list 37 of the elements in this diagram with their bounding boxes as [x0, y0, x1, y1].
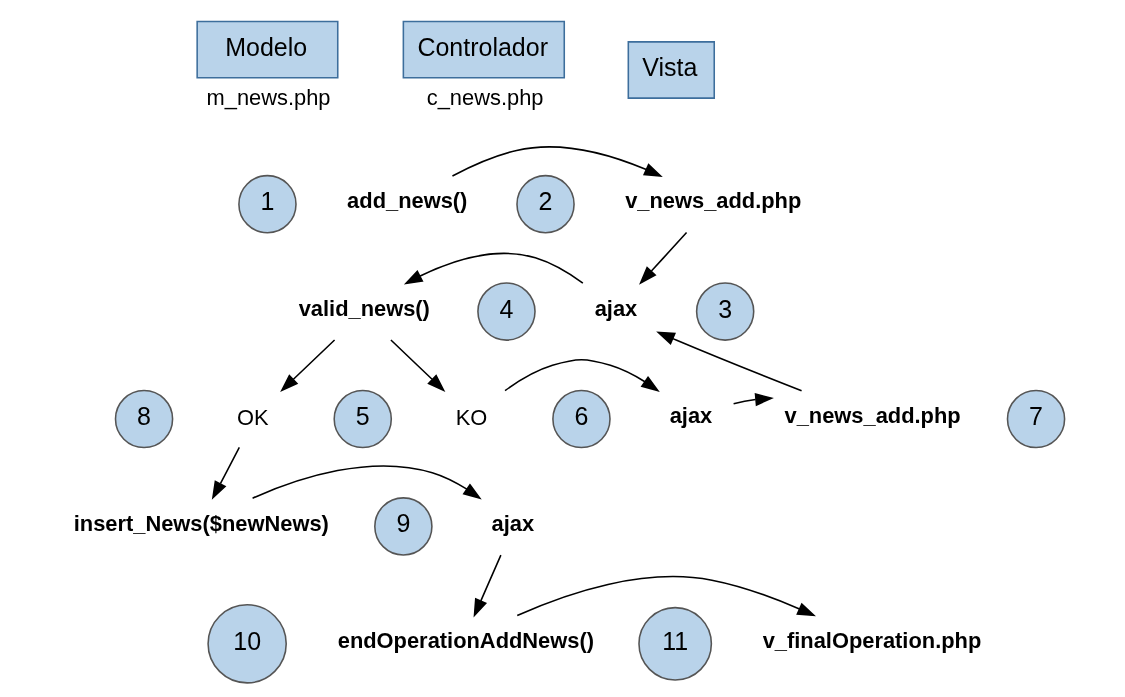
arrow	[473, 554, 502, 618]
arrow	[211, 446, 240, 500]
node-circle: 3	[695, 282, 754, 341]
arrow	[279, 339, 335, 392]
node-circle: 5	[332, 389, 392, 449]
node-circle: 7	[1006, 389, 1065, 449]
node-text: KO	[455, 404, 487, 430]
node-text: ajax	[491, 510, 534, 536]
node-text: v_news_add.php	[624, 188, 801, 214]
node-text: add_news()	[346, 188, 467, 214]
node-circle: 9	[373, 497, 433, 556]
arrow	[403, 252, 584, 285]
node-text: OK	[236, 404, 269, 430]
node-circle: 2	[515, 174, 575, 234]
node-label: c_news.php	[426, 84, 543, 110]
arrow	[655, 331, 802, 392]
arrow	[389, 339, 445, 392]
node-text: ajax	[594, 295, 637, 321]
arrow	[251, 465, 482, 500]
node-text: v_news_add.php	[784, 403, 961, 429]
node-circle: 8	[114, 389, 173, 449]
arrow	[451, 146, 663, 177]
node-text: endOperationAddNews()	[337, 628, 594, 654]
arrow	[638, 231, 687, 285]
node-label: m_news.php	[206, 84, 330, 110]
node-circle: 1	[237, 174, 297, 234]
node-circle: 11	[637, 606, 712, 681]
node-text: v_finalOperation.php	[762, 628, 981, 654]
arrow	[515, 575, 816, 617]
node-circle: 10	[206, 604, 287, 684]
arrow	[503, 358, 660, 392]
arrow	[732, 393, 774, 407]
node-circle: 4	[476, 282, 536, 341]
node-text: ajax	[669, 403, 712, 429]
node-text: insert_News($newNews)	[73, 510, 329, 536]
node-circle: 6	[551, 389, 611, 449]
node-text: valid_news()	[298, 295, 430, 321]
